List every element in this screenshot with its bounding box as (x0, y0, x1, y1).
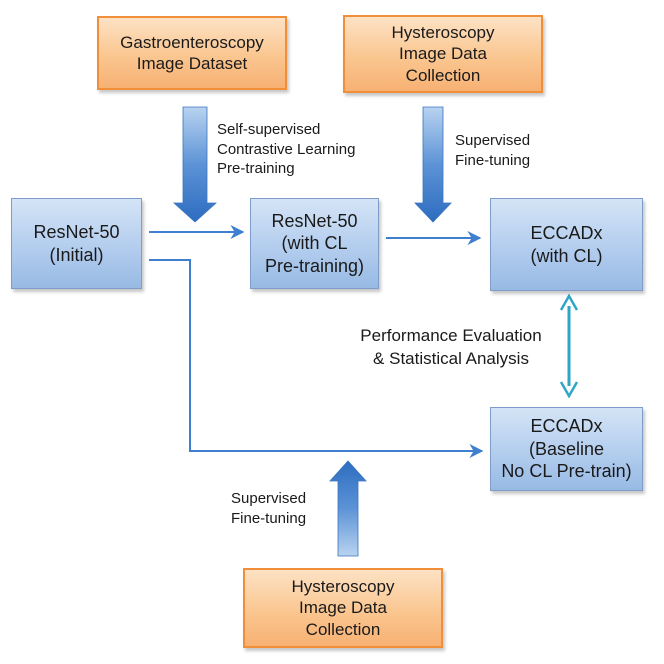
label-line: Self-supervised (217, 121, 321, 138)
box-line: No CL Pre-train) (501, 461, 632, 482)
pretraining-down-arrow (172, 106, 218, 223)
box-line: Image Dataset (136, 54, 248, 73)
box-line: Gastroenteroscopy (120, 32, 264, 52)
hysteroscopy-collection-top-box: Hysteroscopy Image Data Collection (343, 15, 543, 93)
box-line: ECCADx (530, 223, 603, 243)
box-line: Pre-training) (264, 255, 365, 276)
baseline-finetune-up-arrow (329, 460, 367, 557)
gastroenteroscopy-dataset-box: Gastroenteroscopy Image Dataset (97, 16, 287, 90)
box-line: (Baseline (528, 438, 605, 459)
finetune-down-arrow (414, 106, 452, 223)
box-line: ResNet-50 (33, 222, 120, 242)
label-line: Supervised (455, 132, 531, 149)
performance-evaluation-label: Performance Evaluation & Statistical Ana… (344, 325, 558, 371)
resnet-cl-box: ResNet-50 (with CL Pre-training) (250, 198, 379, 289)
box-line: (with CL) (530, 245, 603, 266)
eccadx-cl-box: ECCADx (with CL) (490, 198, 643, 291)
box-line: (Initial) (49, 244, 104, 265)
box-line: Collection (305, 619, 381, 639)
box-line: ECCADx (530, 416, 603, 437)
box-line: Hysteroscopy (291, 577, 395, 597)
box-line: (with CL (281, 233, 348, 254)
supervised-finetuning-top-label: Supervised Fine-tuning (455, 131, 530, 170)
initial-to-baseline-arrow (149, 259, 484, 458)
resnet-initial-box: ResNet-50 (Initial) (11, 198, 142, 289)
evaluation-double-arrow (559, 293, 579, 399)
hysteroscopy-collection-bottom-box: Hysteroscopy Image Data Collection (243, 568, 443, 648)
box-line: Image Data (399, 44, 487, 64)
label-line: Fine-tuning (231, 509, 307, 527)
box-line: ResNet-50 (271, 210, 358, 231)
box-line: Hysteroscopy (391, 23, 495, 43)
eccadx-baseline-box: ECCADx (Baseline No CL Pre-train) (490, 407, 643, 491)
label-line: Supervised (231, 490, 307, 507)
supervised-finetuning-bottom-label: Supervised Fine-tuning (231, 489, 306, 528)
box-line: Collection (405, 65, 481, 85)
label-line: Performance Evaluation (360, 326, 542, 345)
box-line: Image Data (299, 598, 387, 618)
label-line: Fine-tuning (455, 151, 531, 169)
label-line: Pre-training (217, 160, 295, 177)
self-supervised-label: Self-supervised Contrastive Learning Pre… (217, 120, 355, 179)
label-line: & Statistical Analysis (373, 348, 529, 368)
label-line: Contrastive Learning (217, 140, 356, 158)
